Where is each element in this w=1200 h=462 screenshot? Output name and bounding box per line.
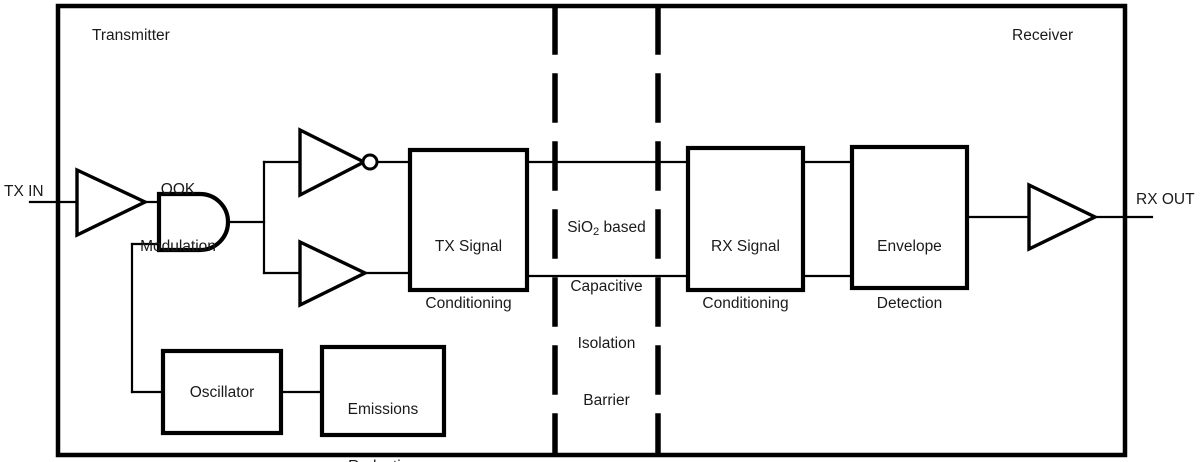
- tx-signal-conditioning-line2: Conditioning: [425, 295, 512, 312]
- emissions-reduction-label: Emissions Reduction Techniques: [322, 362, 444, 462]
- inverting-driver-shape: [298, 127, 368, 198]
- annotation-ook-modulation: OOK Modulation: [118, 142, 238, 294]
- tx-signal-conditioning-line1: TX Signal: [434, 238, 503, 255]
- rx-signal-conditioning-line2: Conditioning: [702, 295, 789, 312]
- barrier-sio2-prefix: SiO: [567, 219, 594, 236]
- port-label-rx-out: RX OUT: [1136, 191, 1195, 208]
- isolation-barrier-line2: Capacitive: [570, 278, 643, 295]
- isolation-barrier-line3: Isolation: [577, 335, 636, 352]
- and-gate-shape: [156, 191, 231, 253]
- tx-signal-conditioning-box: [407, 147, 530, 293]
- isolation-barrier-line1: SiO2 based: [556, 218, 657, 239]
- rx-signal-conditioning-box: [685, 145, 806, 293]
- input-buffer-shape: [75, 167, 149, 238]
- barrier-sio2-subscript: 2: [593, 226, 600, 238]
- section-label-receiver: Receiver: [1012, 27, 1074, 44]
- envelope-detection-box: [849, 144, 970, 291]
- isolation-barrier-line4: Barrier: [583, 392, 630, 409]
- chip-outline: [55, 3, 1128, 458]
- rx-signal-conditioning-line1: RX Signal: [711, 238, 780, 255]
- section-label-transmitter: Transmitter: [92, 27, 170, 44]
- emissions-reduction-line2: Reduction: [322, 457, 444, 462]
- barrier-based-suffix: based: [599, 219, 646, 236]
- isolation-barrier-label: SiO2 based Capacitive Isolation Barrier: [556, 180, 657, 448]
- oscillator-label: Oscillator: [189, 384, 255, 401]
- emissions-reduction-line1: Emissions: [347, 401, 419, 418]
- rx-signal-conditioning-label: RX Signal Conditioning: [688, 199, 803, 351]
- ook-modulation-line2: Modulation: [140, 238, 216, 255]
- ook-modulation-line1: OOK: [160, 181, 196, 198]
- envelope-detection-line1: Envelope: [877, 238, 942, 255]
- output-buffer-shape: [1027, 182, 1099, 252]
- envelope-detection-label: Envelope Detection: [852, 199, 967, 351]
- port-label-tx-in: TX IN: [4, 183, 44, 200]
- emissions-reduction-box: [319, 344, 447, 438]
- envelope-detection-line2: Detection: [876, 295, 943, 312]
- tx-signal-conditioning-label: TX Signal Conditioning: [410, 199, 527, 351]
- non-inverting-driver-shape: [298, 239, 369, 308]
- inverter-bubble-icon: [361, 153, 379, 171]
